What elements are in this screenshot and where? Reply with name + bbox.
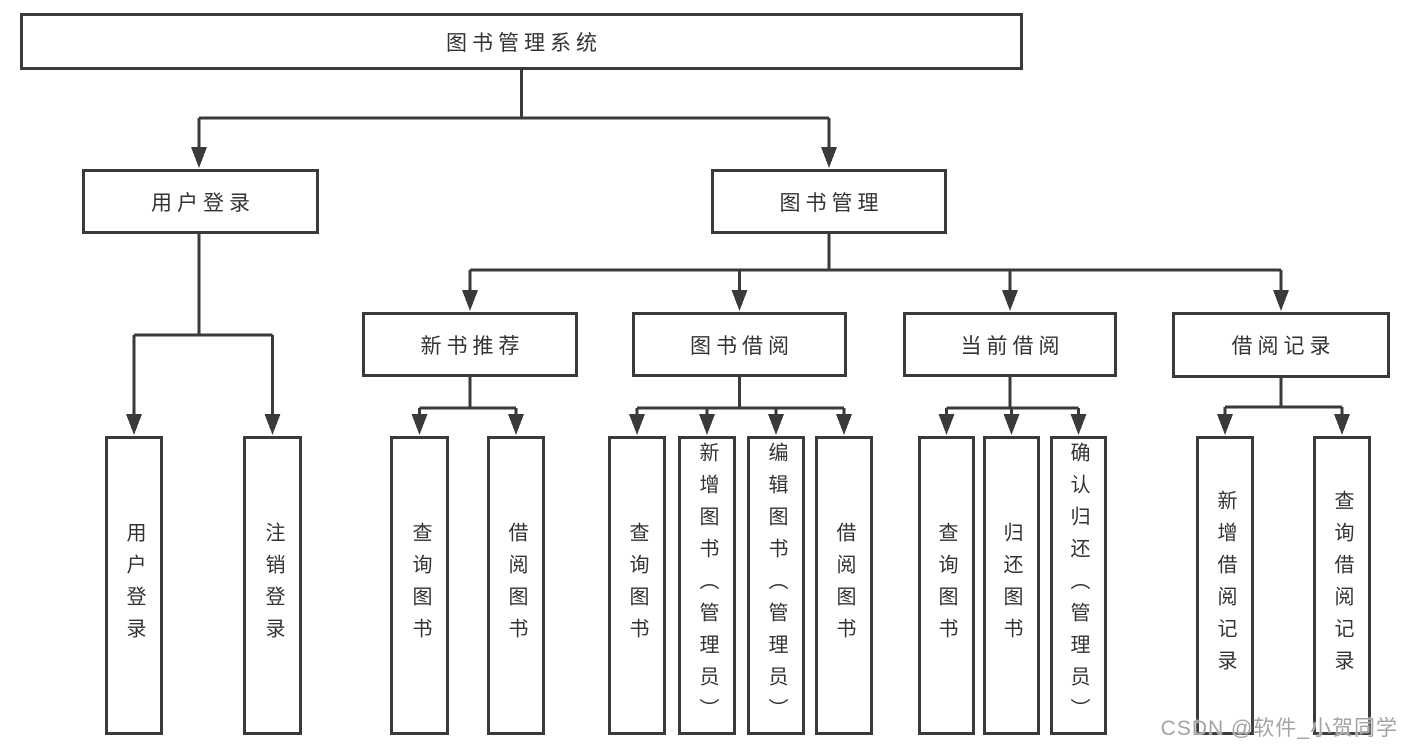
arrowhead-icon [1273, 290, 1289, 311]
connector-root-to-level2 [191, 70, 837, 168]
leaf-return-books: 归还图书 [983, 436, 1040, 735]
node-book-management: 图书管理 [711, 169, 947, 234]
csdn-watermark: CSDN @软件_小贺同学 [1160, 717, 1398, 740]
node-borrow-records: 借阅记录 [1172, 312, 1390, 378]
leaf-query-borrow-record: 查询借阅记录 [1313, 436, 1371, 735]
node-user-login: 用户登录 [82, 169, 319, 234]
connector-new-book-to-leaves [411, 377, 524, 435]
arrowhead-icon [731, 290, 748, 311]
connector-book-mgmt-to-level3 [462, 234, 1289, 311]
arrowhead-icon [191, 147, 207, 168]
connector-book-borrow-to-leaves [629, 377, 852, 435]
connector-borrow-records-to-leaves [1217, 378, 1350, 435]
arrowhead-icon [264, 414, 281, 435]
leaf-edit-book-admin: 编辑图书（管理员） [747, 436, 805, 735]
arrowhead-icon [1334, 414, 1350, 435]
arrowhead-icon [938, 414, 955, 435]
leaf-logout: 注销登录 [243, 436, 302, 735]
leaf-add-borrow-record: 新增借阅记录 [1196, 436, 1254, 735]
leaf-borrow-books-2: 借阅图书 [815, 436, 873, 735]
node-book-borrow: 图书借阅 [632, 312, 847, 377]
arrowhead-icon [462, 290, 478, 311]
leaf-query-books-recommend: 查询图书 [390, 436, 449, 735]
connector-current-borrow-to-leaves [938, 377, 1087, 435]
leaf-user-login: 用户登录 [105, 436, 163, 735]
arrowhead-icon [126, 414, 142, 435]
arrowhead-icon [836, 414, 852, 435]
arrowhead-icon [411, 414, 428, 435]
arrowhead-icon [1217, 414, 1233, 435]
leaf-confirm-return-admin: 确认归还（管理员） [1050, 436, 1107, 735]
arrowhead-icon [821, 147, 837, 168]
arrowhead-icon [1003, 414, 1020, 435]
arrowhead-icon [1002, 290, 1018, 311]
arrowhead-icon [629, 414, 645, 435]
node-current-borrow: 当前借阅 [903, 312, 1117, 377]
leaf-borrow-books-recommend: 借阅图书 [487, 436, 545, 735]
arrowhead-icon [768, 414, 784, 435]
leaf-query-books-borrow: 查询图书 [608, 436, 666, 735]
node-new-book-recommend: 新书推荐 [362, 312, 578, 377]
node-library-system: 图书管理系统 [20, 13, 1023, 70]
arrowhead-icon [508, 414, 524, 435]
leaf-add-book-admin: 新增图书（管理员） [678, 436, 736, 735]
connector-user-login-to-leaves [126, 234, 281, 435]
arrowhead-icon [1070, 414, 1087, 435]
leaf-query-books-current: 查询图书 [918, 436, 975, 735]
arrowhead-icon [699, 414, 715, 435]
